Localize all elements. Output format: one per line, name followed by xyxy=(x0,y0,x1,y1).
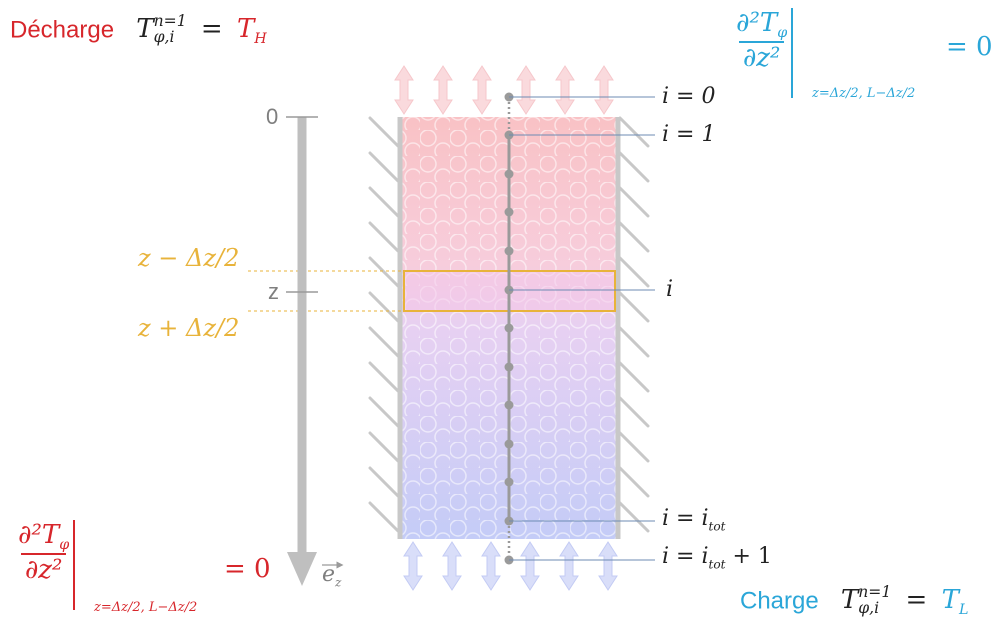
bc-bottom-num-sub: φ xyxy=(59,537,70,554)
node-label-i1: i = 1 xyxy=(662,122,716,147)
discharge-lhs-super: n=1 xyxy=(153,12,187,31)
left-wall-hatching xyxy=(368,116,400,533)
discharge-lhs: T xyxy=(136,14,154,44)
bc-bottom: ∂²Tφ ∂z² z=Δz/2, L−Δz/2 = 0 xyxy=(14,520,271,615)
bc-bottom-num: ∂²T xyxy=(18,520,60,550)
z-axis-arrowhead xyxy=(287,552,317,586)
charge-lhs-sub: φ,i xyxy=(858,599,880,617)
node-label-itot1: i = itot + 1 xyxy=(662,544,772,572)
axis-z-plus-label: z + Δz/2 xyxy=(138,314,240,342)
discharge-lhs-sub: φ,i xyxy=(153,28,175,46)
bc-top-eval: z=Δz/2, L−Δz/2 xyxy=(812,86,916,101)
bc-top-num-sub: φ xyxy=(777,25,788,42)
charge-condition: Charge T n=1 φ,i = TL xyxy=(740,585,968,618)
bc-top-num: ∂²T xyxy=(736,8,778,38)
bc-bottom-den: ∂z² xyxy=(20,553,67,585)
axis-z-label: z xyxy=(268,279,279,304)
discharge-rhs: T xyxy=(236,14,255,44)
bc-bottom-result: = 0 xyxy=(224,554,271,584)
charge-label: Charge xyxy=(740,587,819,615)
bottom-flow-arrows xyxy=(403,541,618,591)
discharge-label: Décharge xyxy=(10,16,115,44)
charge-rhs-sub: L xyxy=(958,602,969,619)
node-label-i: i xyxy=(666,277,674,302)
bc-top: ∂²Tφ ∂z² z=Δz/2, L−Δz/2 = 0 xyxy=(732,8,993,101)
unit-vector-label: ez xyxy=(322,562,341,589)
axis-zero-label: 0 xyxy=(266,104,279,129)
discharge-condition: Décharge T n=1 φ,i = TH xyxy=(10,14,267,47)
bc-bottom-eval: z=Δz/2, L−Δz/2 xyxy=(94,600,198,615)
charge-rhs: T xyxy=(941,585,959,615)
node-label-i0: i = 0 xyxy=(662,84,716,109)
unit-vector-sub: z xyxy=(335,575,342,590)
node-leaders xyxy=(509,96,655,561)
top-flow-arrows xyxy=(394,65,614,115)
bc-top-den: ∂z² xyxy=(738,41,785,73)
unit-vector-symbol: e xyxy=(322,562,336,587)
right-wall-hatching xyxy=(618,116,650,533)
charge-lhs: T xyxy=(840,585,859,615)
charge-lhs-super: n=1 xyxy=(858,583,892,602)
discharge-rhs-sub: H xyxy=(254,31,267,48)
axis-z-minus-label: z − Δz/2 xyxy=(138,244,240,272)
charge-eq: = xyxy=(905,585,928,615)
discharge-eq: = xyxy=(200,14,223,44)
bc-top-result: = 0 xyxy=(946,32,993,62)
node-label-itot: i = itot xyxy=(662,506,726,534)
